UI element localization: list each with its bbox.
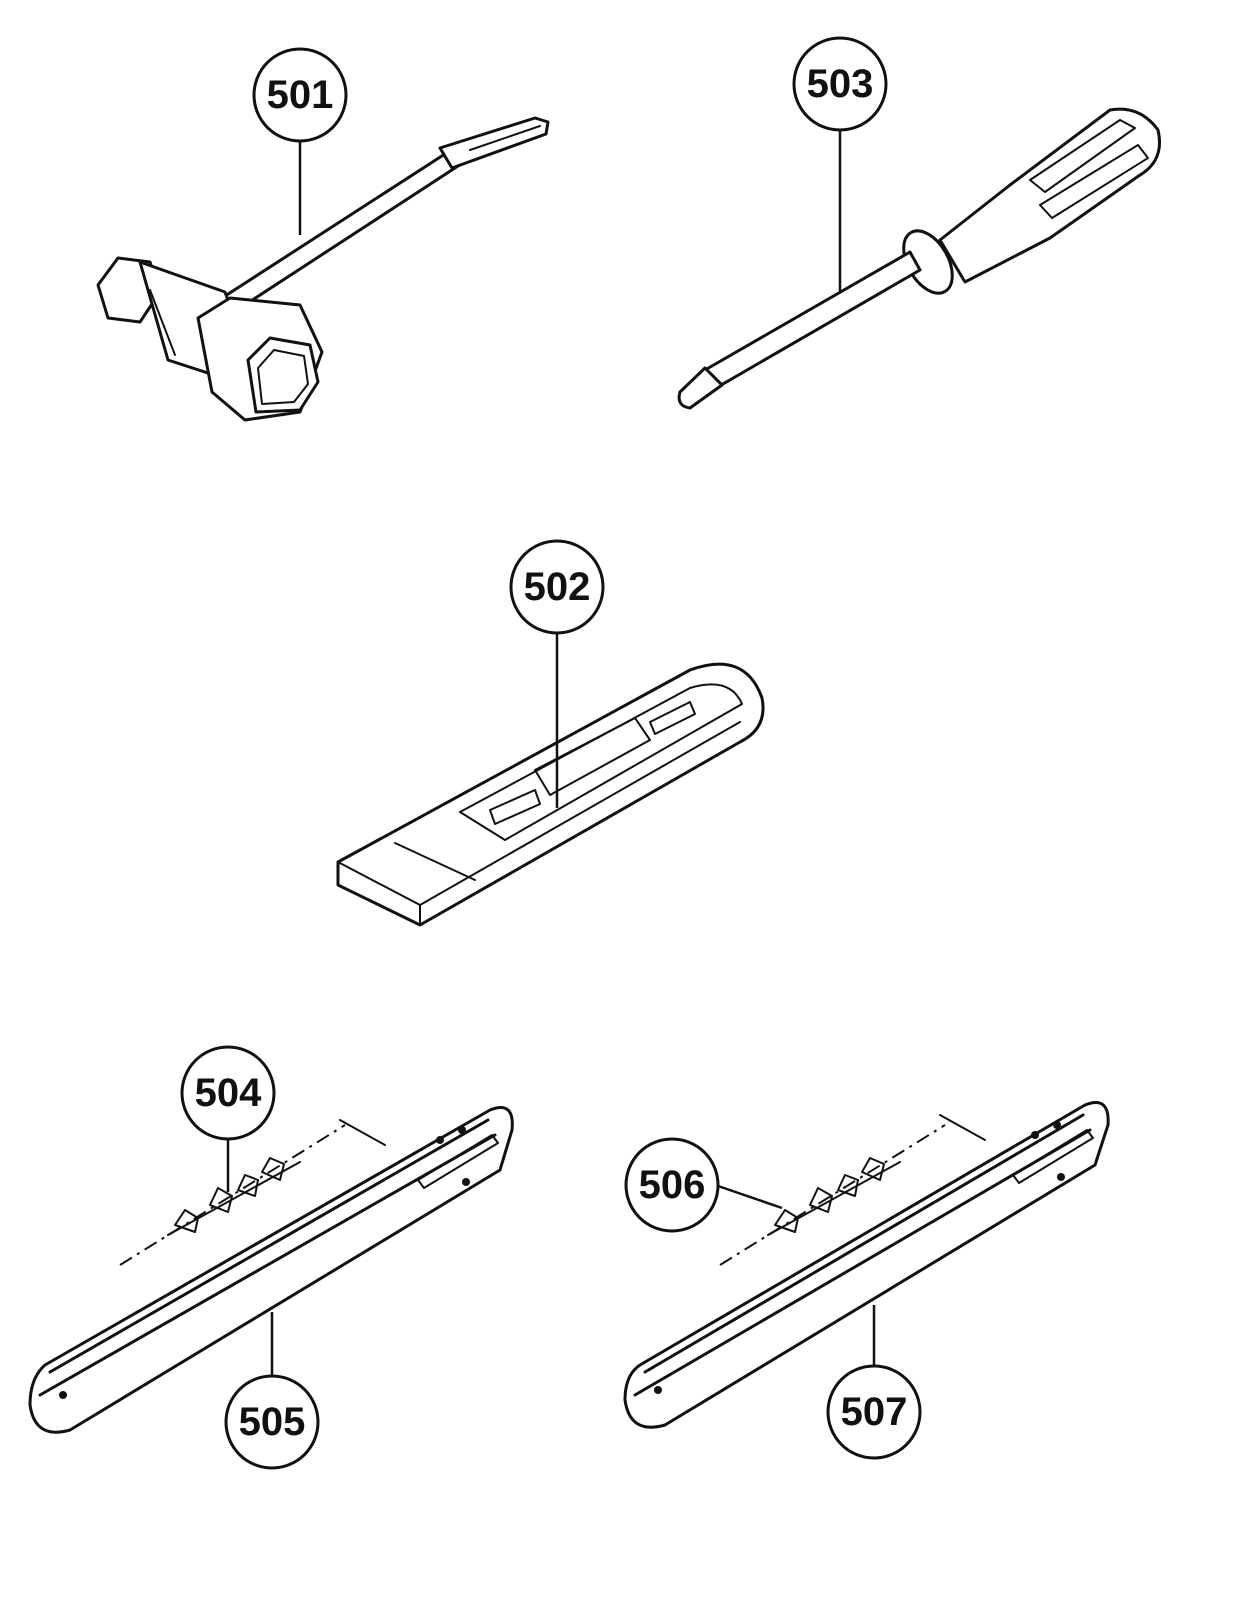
guide-bar-icon [623,1101,1110,1429]
callout-501: 501 [252,47,348,143]
t-wrench-icon [96,116,550,422]
callout-label: 504 [195,1071,262,1115]
bar-cover-icon [336,662,765,927]
callout-label: 502 [524,565,591,609]
saw-chain-icon [719,1114,986,1266]
callout-label: 503 [807,62,874,106]
screwdriver-icon [677,107,1161,410]
callout-505: 505 [224,1374,320,1470]
callout-502: 502 [509,539,605,635]
callout-504: 504 [180,1045,276,1141]
callout-label: 505 [239,1400,306,1444]
callout-506: 506 [624,1137,720,1233]
callout-label: 501 [267,73,334,117]
callout-503: 503 [792,36,888,132]
callout-label: 506 [639,1163,706,1207]
callout-507: 507 [826,1364,922,1460]
leader-line [717,1184,783,1210]
saw-chain-icon [119,1119,386,1266]
guide-bar-icon [28,1106,514,1434]
callout-label: 507 [841,1390,908,1434]
